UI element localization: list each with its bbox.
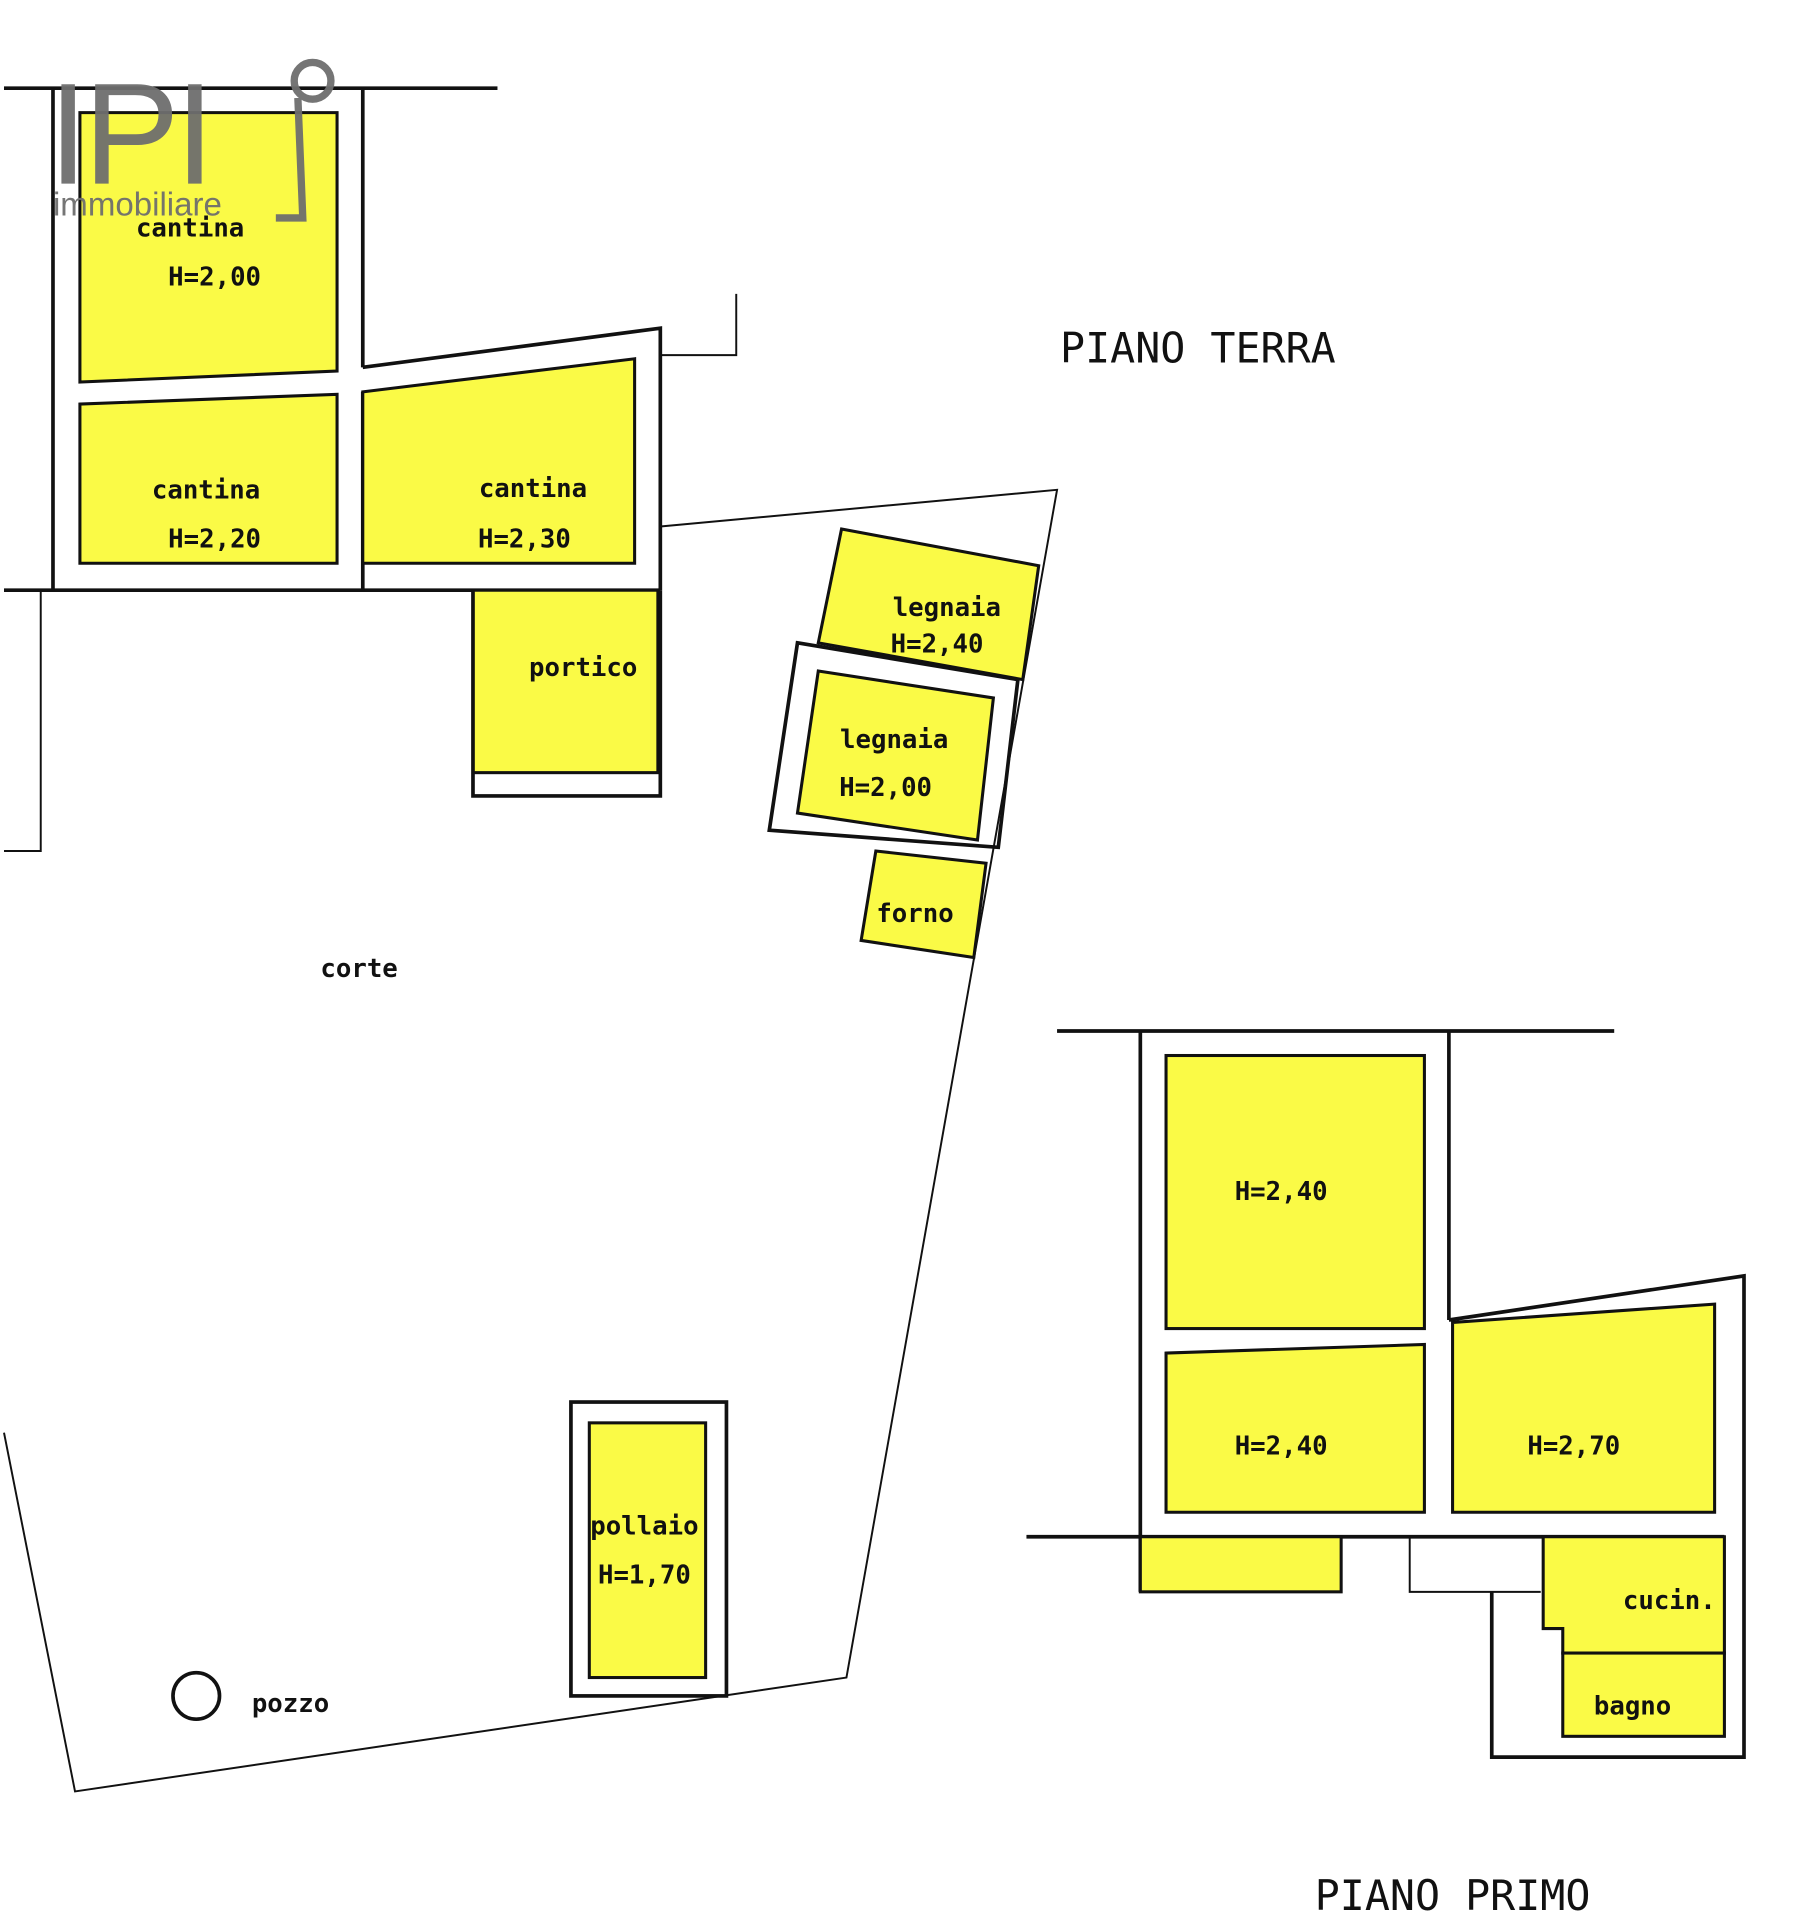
title-piano-primo: PIANO PRIMO: [1315, 1871, 1591, 1920]
label-bagno: bagno: [1594, 1691, 1671, 1721]
label-h-primo-1: H=2,40: [1235, 1177, 1328, 1207]
room-primo-2: [1164, 1342, 1426, 1514]
room-forno: [859, 849, 988, 960]
logo-mark: IPI: [48, 53, 210, 215]
label-h-primo-2: H=2,40: [1235, 1432, 1328, 1462]
pollaio-walls: [569, 1400, 729, 1698]
courtyard-boundary: [3, 293, 1059, 1793]
label-h-legnaia-2: H=2,00: [839, 773, 932, 803]
room-pollaio: [587, 1421, 708, 1680]
label-cantina-2: cantina: [152, 475, 260, 505]
label-h-pollaio: H=1,70: [598, 1560, 691, 1590]
label-legnaia-2: legnaia: [840, 725, 948, 755]
room-primo-3: [1451, 1302, 1717, 1514]
label-pollaio: pollaio: [590, 1511, 698, 1541]
balcony: [1138, 1535, 1343, 1594]
title-piano-terra: PIANO TERRA: [1060, 323, 1336, 372]
well-icon: [171, 1670, 222, 1722]
label-legnaia-1: legnaia: [893, 593, 1001, 623]
label-cucina: cucin.: [1623, 1586, 1716, 1616]
label-h-cantina-2: H=2,20: [168, 524, 261, 554]
legnaia-2-walls: [767, 640, 1020, 850]
label-portico: portico: [529, 653, 637, 683]
label-cantina-3: cantina: [479, 474, 587, 504]
label-h-cantina-3: H=2,30: [478, 524, 571, 554]
label-cantina-1: cantina: [136, 213, 244, 243]
label-h-legnaia-1: H=2,40: [891, 630, 984, 660]
label-forno: forno: [876, 899, 953, 929]
room-legnaia-2: [795, 669, 996, 842]
label-h-primo-3: H=2,70: [1527, 1432, 1620, 1462]
room-cantina-1: [78, 111, 339, 384]
label-corte: corte: [320, 954, 397, 984]
room-primo-1: [1164, 1053, 1426, 1331]
label-h-cantina-1: H=2,00: [168, 262, 261, 292]
room-legnaia-1: [816, 527, 1041, 682]
room-bagno: [1561, 1651, 1726, 1738]
room-cantina-2: [78, 392, 339, 565]
label-pozzo: pozzo: [252, 1689, 329, 1719]
logo: IPI immobiliare: [48, 53, 335, 224]
room-cantina-3: [361, 357, 637, 565]
logo-text: immobiliare: [53, 187, 222, 224]
portico: [471, 588, 663, 798]
